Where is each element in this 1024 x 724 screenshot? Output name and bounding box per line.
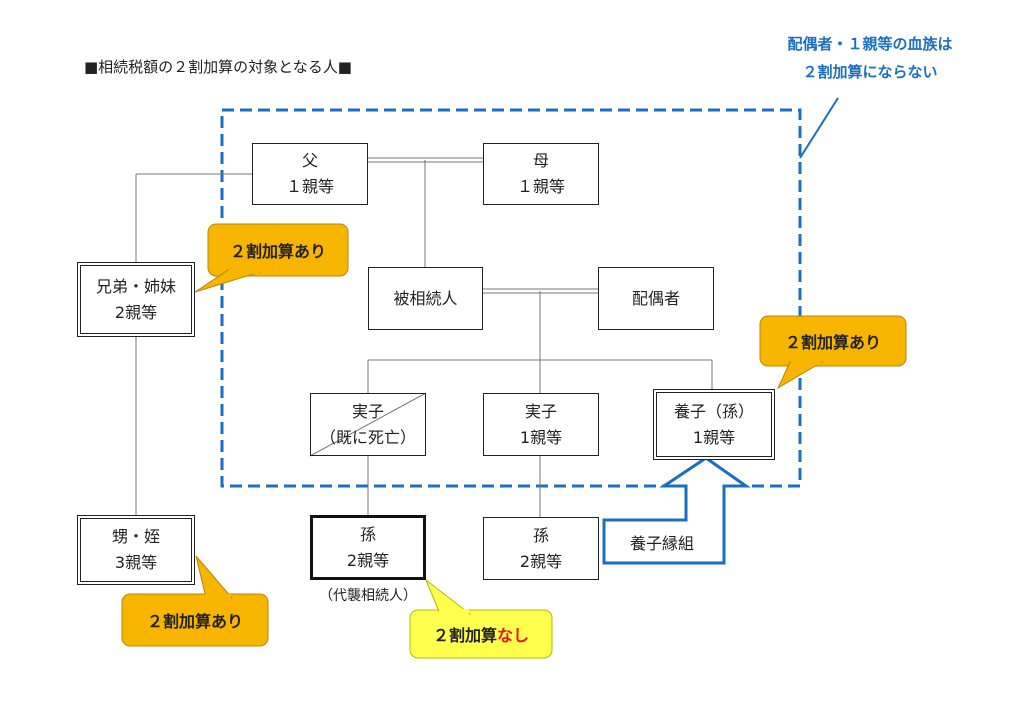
deceased-child-name: 実子 [351,401,384,421]
child-node: 実子 1親等 [483,393,599,456]
grandchild-rep-callout-prefix: ２割加算 [432,626,497,645]
adopted-grandchild-node: 養子（孫） 1親等 [653,389,775,460]
mother-rank: １親等 [516,177,565,196]
nephew-rank: 3親等 [114,553,158,572]
deceased-child-status: （既に死亡） [319,427,416,447]
exemption-note-line2: ２割加算にならない [802,63,938,81]
grandchild-node: 孫 2親等 [483,517,599,580]
representative-caption: （代襲相続人） [319,588,417,604]
nephew-name: 甥・姪 [111,527,160,546]
adopted-name: 養子（孫） [673,401,754,421]
nephew-callout: ２割加算あり [146,612,243,631]
father-name: 父 [301,151,318,170]
siblings-node: 兄弟・姉妹 2親等 [77,262,195,337]
rep-grandchild-rank: 2親等 [346,550,390,570]
exemption-note: 配偶者・１親等の血族は ２割加算にならない [760,30,980,86]
adopted-callout: ２割加算あり [784,333,881,352]
mother-node: 母 １親等 [483,143,599,205]
child-rank: 1親等 [519,427,563,447]
adopted-rank: 1親等 [692,427,736,447]
father-rank: １親等 [285,177,334,196]
decedent-node: 被相続人 [368,267,483,330]
spouse-name: 配偶者 [631,288,680,308]
exemption-note-line1: 配偶者・１親等の血族は [787,35,953,53]
adoption-label: 養子縁組 [629,534,694,553]
siblings-rank: 2親等 [114,302,158,322]
note-pointer [799,97,839,159]
siblings-callout: ２割加算あり [229,242,326,261]
representative-grandchild-node: 孫 2親等 [310,515,426,580]
nephew-niece-node: 甥・姪 3親等 [77,515,195,585]
father-node: 父 １親等 [252,143,368,205]
child-name: 実子 [524,401,557,421]
decedent-name: 被相続人 [393,288,458,308]
siblings-name: 兄弟・姉妹 [95,276,176,296]
grandchild-rep-callout-suffix: なし [497,626,530,645]
page-title: ■相続税額の２割加算の対象となる人■ [84,58,352,76]
grandchild-name: 孫 [532,525,549,545]
spouse-node: 配偶者 [598,267,714,330]
grandchild-rep-callout: ２割加算なし [410,610,552,658]
deceased-child-node: 実子 （既に死亡） [310,393,426,456]
grandchild-rank: 2親等 [519,551,563,571]
rep-grandchild-name: 孫 [359,524,376,544]
adoption-arrow [602,456,751,565]
mother-name: 母 [532,151,549,170]
first-degree-region [220,108,802,488]
